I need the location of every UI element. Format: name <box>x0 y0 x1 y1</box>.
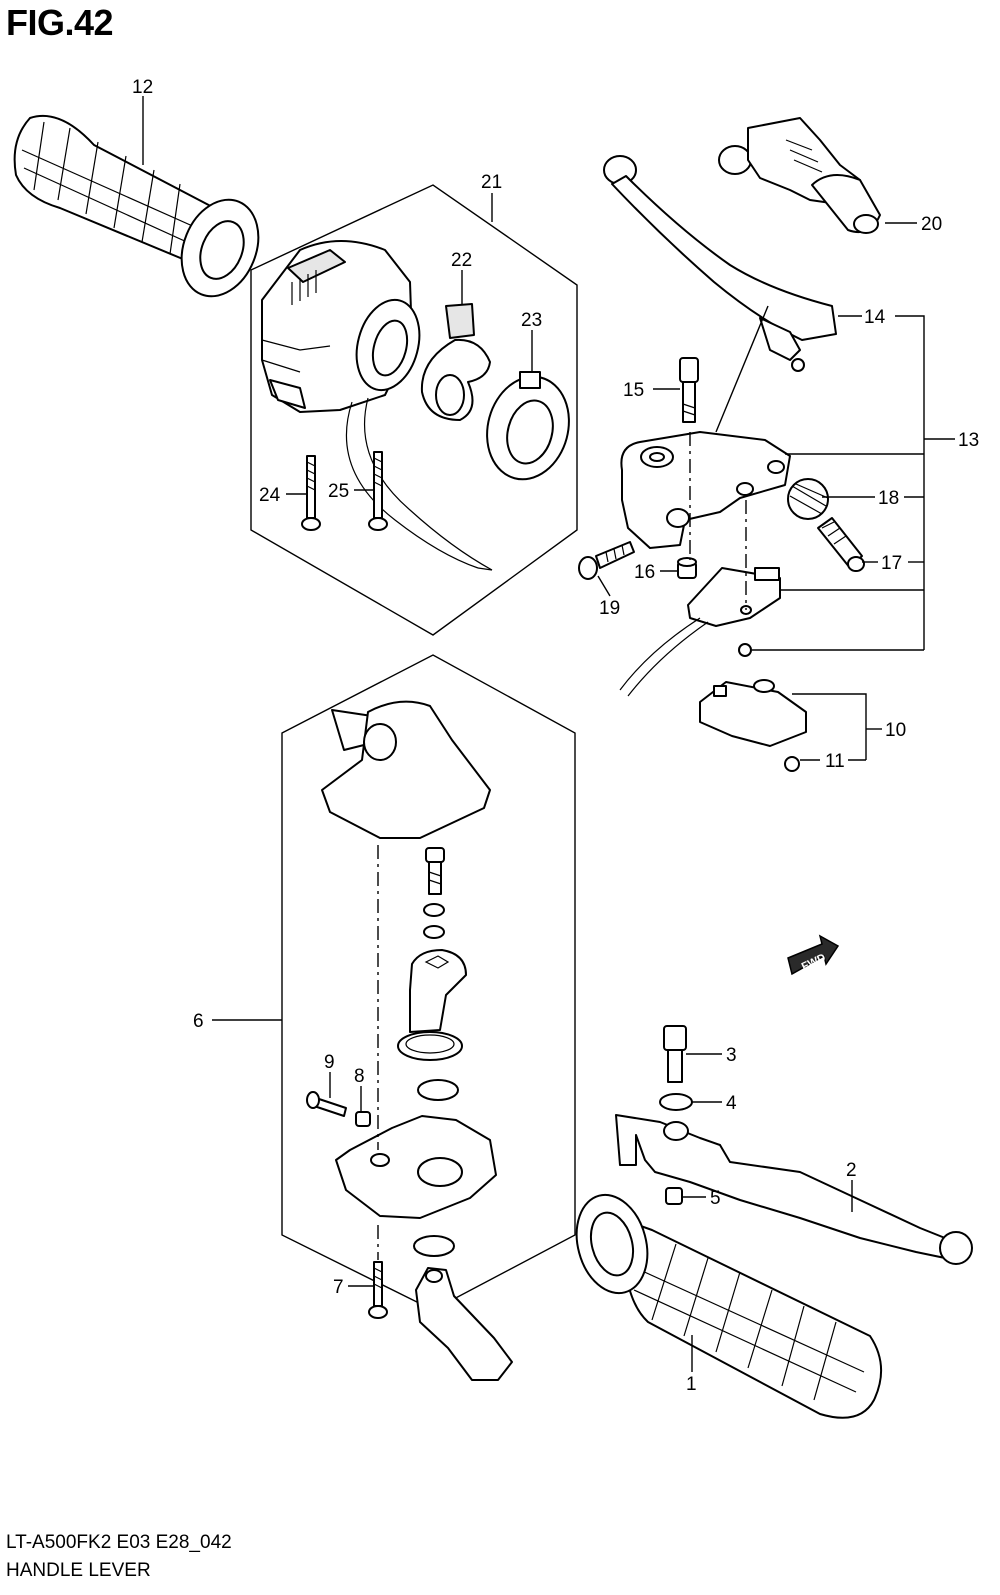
group-box-21 <box>250 184 578 636</box>
left-switch-housing-part <box>261 240 421 413</box>
throttle-lower-housing-part <box>335 1115 497 1219</box>
callout-3: 3 <box>726 1045 737 1066</box>
callout-4: 4 <box>726 1093 737 1114</box>
callout-11: 11 <box>825 751 845 772</box>
throttle-lever-part <box>415 1267 513 1381</box>
screw-24-part <box>301 455 321 531</box>
throttle-bolt-part <box>425 847 445 895</box>
callout-14: 14 <box>864 307 886 328</box>
bolt-part-19 <box>578 541 635 580</box>
callout-17: 17 <box>881 553 902 574</box>
callout-23: 23 <box>521 310 542 331</box>
switch-cable <box>345 401 479 569</box>
brake-switch-part <box>619 567 781 697</box>
diagram-caption: HANDLE LEVER <box>6 1560 151 1581</box>
washer-b <box>423 925 445 939</box>
boot-part-18 <box>787 478 829 520</box>
spring-part <box>397 1031 463 1061</box>
callout-19: 19 <box>599 598 620 619</box>
callout-10: 10 <box>885 720 906 741</box>
callout-5: 5 <box>710 1188 721 1209</box>
alignment-lines <box>377 432 747 1260</box>
brake-lever-upper-part <box>603 155 837 372</box>
callout-24: 24 <box>259 485 281 506</box>
screw-part-11 <box>784 756 800 772</box>
callout-15: 15 <box>623 380 644 401</box>
callout-7: 7 <box>333 1277 344 1298</box>
master-cylinder-part <box>620 431 791 549</box>
callout-labels: 12 21 22 23 24 25 20 14 13 15 18 17 16 1… <box>132 77 979 1395</box>
model-code: LT-A500FK2 E03 E28_042 <box>6 1532 232 1553</box>
callout-16: 16 <box>634 562 655 583</box>
nut-part-16 <box>677 557 697 579</box>
callout-18: 18 <box>878 488 899 509</box>
callout-21: 21 <box>481 172 502 193</box>
throttle-cover-part <box>321 700 491 839</box>
switch-ring-part <box>486 371 570 481</box>
switch-part-10 <box>699 679 807 747</box>
callout-13: 13 <box>958 430 979 451</box>
collar-a <box>417 1079 459 1101</box>
figure-title: FIG.42 <box>6 2 114 43</box>
callout-25: 25 <box>328 481 349 502</box>
screw-part-7 <box>368 1261 388 1319</box>
callout-2: 2 <box>846 1160 857 1181</box>
callout-8: 8 <box>354 1066 365 1087</box>
callout-1: 1 <box>686 1374 697 1395</box>
callout-6: 6 <box>193 1011 204 1032</box>
screw-25-part <box>368 451 388 531</box>
fwd-arrow-icon: FWD <box>787 934 840 976</box>
group-box-6 <box>281 654 576 1311</box>
bolt-part-9 <box>306 1091 347 1117</box>
callout-22: 22 <box>451 250 472 271</box>
nut-part-5 <box>665 1187 683 1205</box>
bolt-part-17 <box>817 517 865 572</box>
right-grip-part <box>575 1193 883 1419</box>
throttle-cam-part <box>409 949 467 1033</box>
left-grip-part <box>13 114 260 298</box>
brake-lever-lower-part <box>615 1114 973 1265</box>
collar-b <box>413 1235 455 1257</box>
washer-part-4 <box>659 1093 693 1111</box>
callout-12: 12 <box>132 77 153 98</box>
switch-knob-part <box>420 303 491 421</box>
leader-lines <box>142 96 955 1372</box>
lever-part-20 <box>718 117 881 234</box>
washer-a <box>423 903 445 917</box>
nut-part-8 <box>355 1111 371 1127</box>
pivot-bolt-part-15 <box>679 357 699 423</box>
pivot-bolt-part-3 <box>663 1025 687 1083</box>
callout-9: 9 <box>324 1052 335 1073</box>
callout-20: 20 <box>921 214 942 235</box>
